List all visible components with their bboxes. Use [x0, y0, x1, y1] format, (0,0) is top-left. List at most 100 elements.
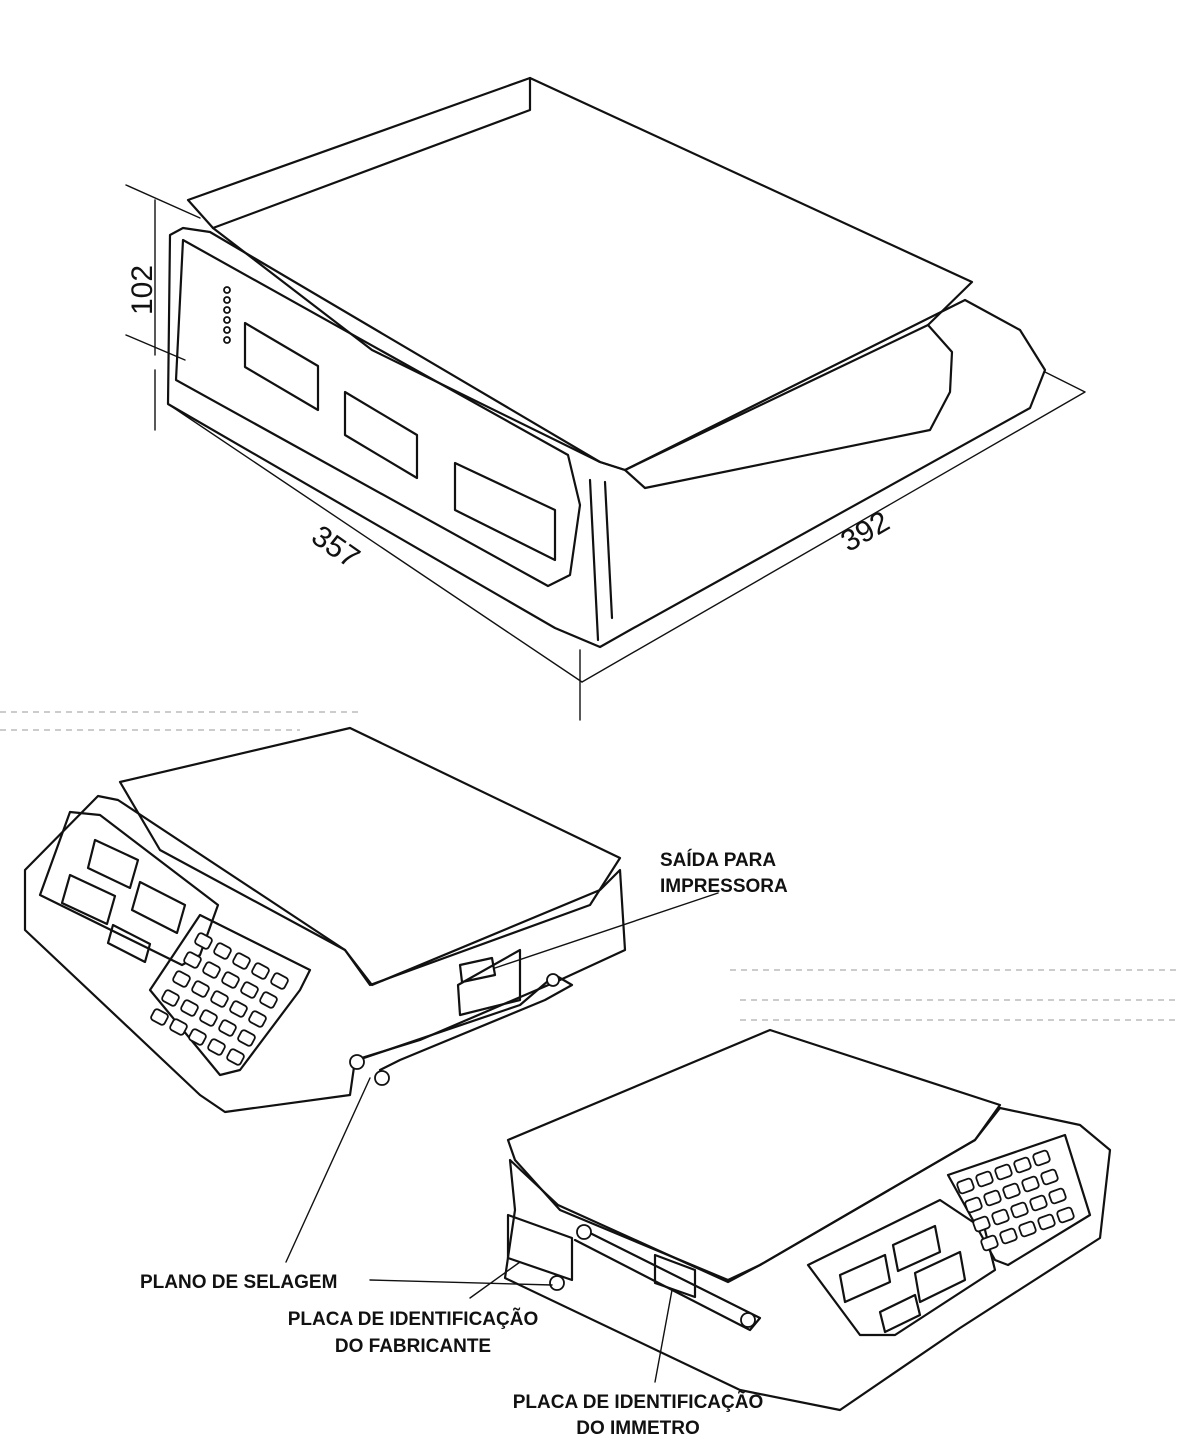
keypad-key — [972, 1215, 991, 1233]
scan-noise — [0, 711, 1179, 1021]
side-seal-screw-2 — [549, 1275, 565, 1291]
keypad-key — [180, 999, 199, 1017]
leader-sealing-plane — [285, 1077, 553, 1286]
keypad-key — [991, 1208, 1010, 1226]
rear-seal-screw-2 — [374, 1070, 390, 1086]
dimension-width: 392 — [835, 505, 895, 559]
keypad-key — [232, 952, 251, 970]
keypad-key — [964, 1196, 983, 1214]
scale-top-view — [125, 76, 1086, 721]
keypad-key — [169, 1018, 188, 1036]
keypad-key — [994, 1163, 1013, 1181]
rear-keypad-keys — [150, 932, 289, 1066]
dim-line-width — [581, 371, 1086, 683]
keypad-key — [1010, 1201, 1029, 1219]
keypad-key — [213, 942, 232, 960]
label-sealing-plane: PLANO DE SELAGEM — [140, 1272, 337, 1293]
keypad-key — [218, 1019, 237, 1037]
keypad-key — [983, 1189, 1002, 1207]
side-display-2 — [838, 1253, 892, 1304]
side-display-1 — [891, 1224, 942, 1273]
label-manufacturer-plate-1: PLACA DE IDENTIFICAÇÃO — [288, 1308, 539, 1330]
keypad-key — [1018, 1220, 1037, 1238]
dim-line-height — [125, 184, 201, 431]
keypad-key — [202, 961, 221, 979]
keypad-key — [251, 962, 270, 980]
keypad-key — [259, 991, 278, 1009]
top-platter-lip — [211, 76, 954, 490]
side-keypad-keys — [956, 1149, 1075, 1252]
top-display-3 — [453, 461, 557, 562]
keypad-key — [248, 1010, 267, 1028]
keypad-key — [240, 981, 259, 999]
keypad-key — [207, 1038, 226, 1056]
label-manufacturer-plate-2: DO FABRICANTE — [335, 1336, 491, 1357]
keypad-key — [1040, 1168, 1059, 1186]
keypad-key — [221, 971, 240, 989]
rear-display-3 — [130, 880, 187, 935]
keypad-key — [199, 1009, 218, 1027]
side-housing — [503, 1106, 1112, 1412]
dimension-depth: 357 — [305, 519, 365, 575]
rear-display-panel — [38, 810, 220, 967]
label-inmetro-plate-1: PLACA DE IDENTIFICAÇÃO — [513, 1391, 764, 1413]
keypad-key — [194, 932, 213, 950]
side-seal-screw-1 — [576, 1224, 592, 1240]
keypad-key — [956, 1177, 975, 1195]
inmetro-plate-box — [653, 1253, 697, 1299]
side-display-panel — [806, 1198, 997, 1337]
top-housing — [166, 226, 1047, 649]
side-seal-rail — [573, 1226, 762, 1332]
rear-seal-rail — [356, 973, 574, 1072]
leader-inmetro-plate — [654, 1289, 673, 1383]
top-display-1 — [243, 321, 320, 412]
top-display-2 — [343, 390, 419, 480]
keypad-key — [975, 1170, 994, 1188]
keypad-key — [980, 1234, 999, 1252]
keypad-key — [172, 970, 191, 988]
rear-display-4 — [106, 923, 152, 964]
scale-rear-view — [23, 726, 627, 1114]
label-printer-output-1: SAÍDA PARA — [660, 849, 776, 871]
dim-line-depth — [167, 403, 583, 721]
keypad-key — [1029, 1194, 1048, 1212]
rear-housing — [23, 794, 627, 1114]
leader-printer-output — [494, 892, 719, 969]
keypad-key — [229, 1000, 248, 1018]
keypad-key — [1032, 1149, 1051, 1167]
keypad-key — [1056, 1206, 1075, 1224]
rear-platter — [118, 726, 622, 987]
top-platter — [186, 76, 974, 472]
top-housing-corner — [588, 478, 614, 642]
label-printer-output-2: IMPRESSORA — [660, 876, 788, 897]
label-inmetro-plate-2: DO IMMETRO — [576, 1418, 700, 1439]
keypad-key — [183, 951, 202, 969]
keypad-key — [210, 990, 229, 1008]
scale-side-view — [503, 1028, 1112, 1412]
keypad-key — [161, 989, 180, 1007]
keypad-key — [999, 1227, 1018, 1245]
rear-keypad-panel — [148, 913, 312, 1077]
keypad-key — [191, 980, 210, 998]
side-display-3 — [913, 1250, 967, 1304]
keypad-key — [237, 1029, 256, 1047]
printer-port — [456, 948, 522, 1017]
rear-display-2 — [60, 873, 117, 926]
manufacturer-plate-box — [506, 1213, 574, 1282]
dimension-height: 102 — [126, 265, 159, 315]
keypad-key — [150, 1008, 169, 1026]
top-housing-inner — [174, 238, 582, 588]
side-display-4 — [878, 1293, 922, 1334]
keypad-key — [226, 1048, 245, 1066]
rear-display-1 — [86, 838, 140, 890]
rear-seal-screw-1 — [349, 1054, 365, 1070]
top-indicator-dots — [223, 286, 231, 344]
keypad-key — [1037, 1213, 1056, 1231]
leader-manufacturer-plate — [469, 1261, 521, 1299]
keypad-key — [1021, 1175, 1040, 1193]
rear-seal-screw-3 — [546, 973, 560, 987]
side-seal-screw-3 — [740, 1312, 756, 1328]
keypad-key — [1013, 1156, 1032, 1174]
